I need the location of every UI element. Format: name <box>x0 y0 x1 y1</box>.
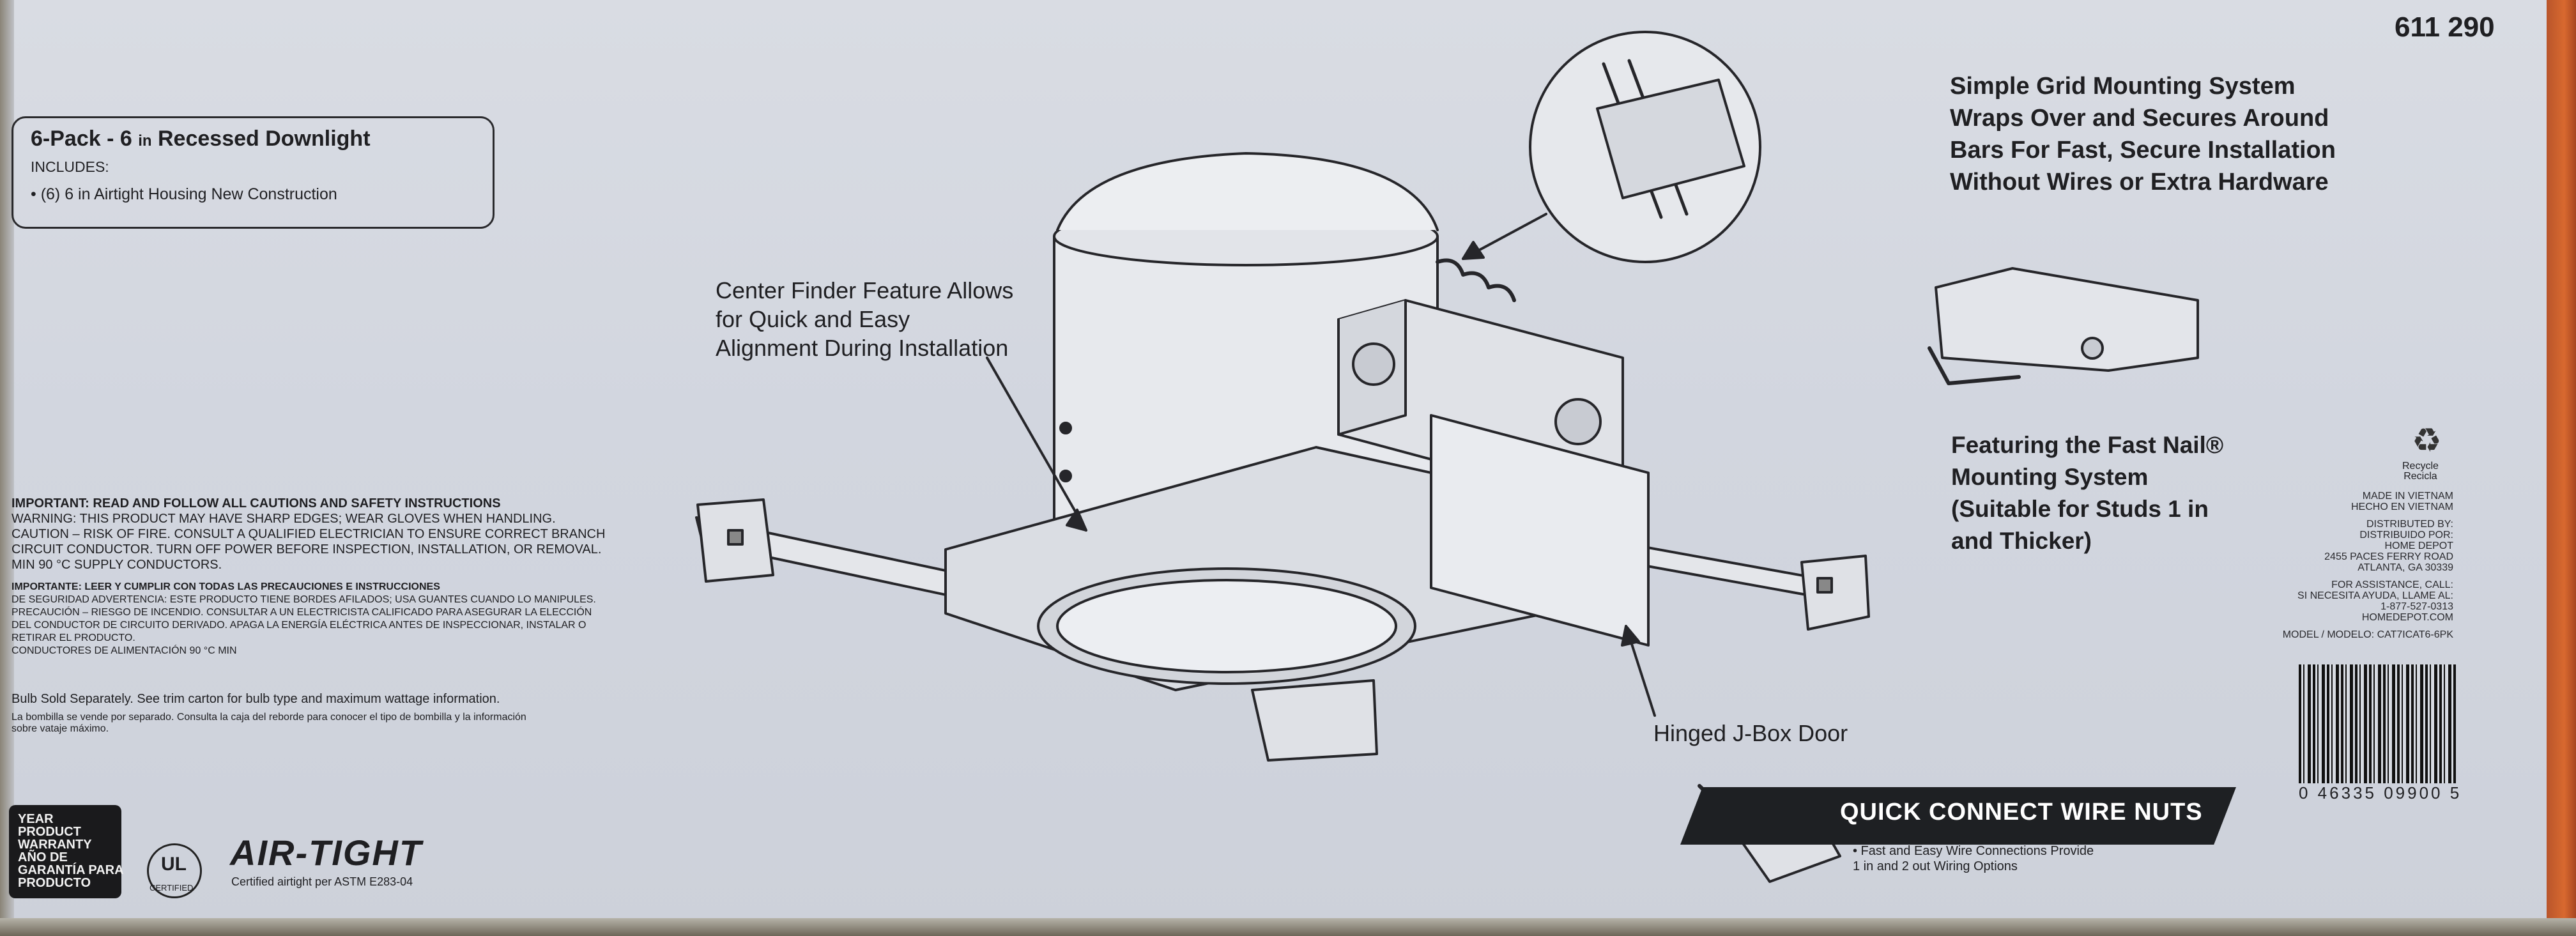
pack-title-rest: Recessed Downlight <box>158 127 371 151</box>
ul-caption: CERTIFIED <box>150 883 194 893</box>
pack-included-item: • (6) 6 in Airtight Housing New Construc… <box>31 185 337 203</box>
quick-connect-bullet-2: 1 in and 2 out Wiring Options <box>1853 859 2018 873</box>
fast-nail-heading: Featuring the Fast Nail® Mounting System… <box>1951 429 2223 557</box>
warranty-text: YEAR PRODUCT WARRANTY AÑO DE GARANTÍA PA… <box>18 813 124 889</box>
distributor-street: 2455 PACES FERRY ROAD <box>2324 551 2453 562</box>
center-finder-callout-2: for Quick and Easy <box>716 306 910 332</box>
warranty-badge <box>9 805 121 898</box>
grid-mount-line-3: Bars For Fast, Secure Installation <box>1950 137 2336 164</box>
pack-title: 6-Pack - 6 in Recessed Downlight <box>31 127 371 151</box>
quick-connect-title: QUICK CONNECT WIRE NUTS <box>1840 799 2203 825</box>
recycle-label-es: Recicla <box>2404 471 2437 482</box>
warning-line-sharp: WARNING: THIS PRODUCT MAY HAVE SHARP EDG… <box>12 512 556 526</box>
warning-es-retirar: RETIRAR EL PRODUCTO. <box>12 633 135 643</box>
carton-bottom-edge <box>0 918 2576 936</box>
warranty-line-4: AÑO DE <box>18 850 68 864</box>
recycle-icon: ♻ <box>2412 422 2442 459</box>
warning-es-conductor: DEL CONDUCTOR DE CIRCUITO DERIVADO. APAG… <box>12 620 586 631</box>
center-finder-callout-1: Center Finder Feature Allows <box>716 277 1014 303</box>
fast-nail-line-2: Mounting System <box>1951 464 2149 490</box>
pack-title-main: 6-Pack - 6 <box>31 127 132 151</box>
carton-right-edge <box>2547 0 2576 936</box>
warning-line-caution: CAUTION – RISK OF FIRE. CONSULT A QUALIF… <box>12 527 606 541</box>
carton-left-edge <box>0 0 14 936</box>
quick-connect-bullets: • Fast and Easy Wire Connections Provide… <box>1853 843 2094 874</box>
warranty-line-5: GARANTÍA PARA <box>18 863 124 877</box>
distributor-city: ATLANTA, GA 30339 <box>2358 562 2453 573</box>
distributor-name: HOME DEPOT <box>2384 541 2453 551</box>
assistance-es: SI NECESITA AYUDA, LLAME AL: <box>2297 590 2453 601</box>
warranty-line-2: PRODUCT <box>18 825 81 839</box>
fast-nail-line-1: Featuring the Fast Nail® <box>1951 432 2224 458</box>
ul-mark: UL <box>161 854 187 875</box>
hinged-jbox-callout: Hinged J-Box Door <box>1653 720 1848 746</box>
made-in-en: MADE IN VIETNAM <box>2362 491 2453 502</box>
fast-nail-line-4: and Thicker) <box>1951 528 2092 554</box>
warning-es-advertencia: DE SEGURIDAD ADVERTENCIA: ESTE PRODUCTO … <box>12 594 596 605</box>
bulb-note: Bulb Sold Separately. See trim carton fo… <box>12 692 500 706</box>
pack-includes-label: INCLUDES: <box>31 158 109 175</box>
made-in-es: HECHO EN VIETNAM <box>2350 502 2453 512</box>
warranty-line-3: WARRANTY <box>18 838 92 852</box>
center-finder-callout-3: Alignment During Installation <box>716 335 1009 361</box>
fast-nail-line-3: (Suitable for Studs 1 in <box>1951 496 2209 522</box>
bulb-note-es-2: sobre vataje máximo. <box>12 723 109 734</box>
warranty-line-6: PRODUCTO <box>18 876 91 890</box>
warning-es-important: IMPORTANTE: LEER Y CUMPLIR CON TODAS LAS… <box>12 581 440 592</box>
distributed-by-en: DISTRIBUTED BY: <box>2366 519 2453 530</box>
bulb-note-es-1: La bombilla se vende por separado. Consu… <box>12 712 526 723</box>
warning-line-circuit: CIRCUIT CONDUCTOR. TURN OFF POWER BEFORE… <box>12 542 602 556</box>
assistance-en: FOR ASSISTANCE, CALL: <box>2331 579 2453 590</box>
pack-info-box <box>12 116 494 229</box>
barcode-number: 0 46335 09900 5 <box>2299 783 2462 802</box>
recycle-label-en: Recycle <box>2402 461 2439 472</box>
pack-title-unit: in <box>138 132 152 150</box>
airtight-caption: Certified airtight per ASTM E283-04 <box>231 875 413 888</box>
model-number: MODEL / MODELO: CAT7ICAT6-6PK <box>2282 629 2453 640</box>
sku-number: 611 290 <box>2395 12 2495 43</box>
grid-mount-line-4: Without Wires or Extra Hardware <box>1950 169 2329 196</box>
airtight-logo: AIR-TIGHT <box>230 832 423 873</box>
grid-mount-line-2: Wraps Over and Secures Around <box>1950 105 2329 132</box>
ul-logo <box>147 843 202 898</box>
quick-connect-bullet-1: • Fast and Easy Wire Connections Provide <box>1853 844 2094 858</box>
warning-es-precaucion: PRECAUCIÓN – RIESGO DE INCENDIO. CONSULT… <box>12 607 592 618</box>
assistance-website: HOMEDEPOT.COM <box>2361 612 2453 623</box>
grid-mount-line-1: Simple Grid Mounting System <box>1950 73 2296 100</box>
assistance-phone: 1-877-527-0313 <box>2380 601 2453 612</box>
warning-line-min: MIN 90 °C SUPPLY CONDUCTORS. <box>12 558 222 572</box>
warranty-line-1: YEAR <box>18 812 54 826</box>
manufacture-info: MADE IN VIETNAM HECHO EN VIETNAM DISTRIB… <box>2274 491 2453 640</box>
warning-es-conductores: CONDUCTORES DE ALIMENTACIÓN 90 °C MIN <box>12 645 237 656</box>
warning-line-important: IMPORTANT: READ AND FOLLOW ALL CAUTIONS … <box>12 496 501 510</box>
grid-mount-heading: Simple Grid Mounting System Wraps Over a… <box>1950 70 2336 198</box>
quick-connect-banner <box>1680 787 2236 845</box>
distributed-by-es: DISTRIBUIDO POR: <box>2359 530 2453 541</box>
barcode <box>2299 664 2456 783</box>
